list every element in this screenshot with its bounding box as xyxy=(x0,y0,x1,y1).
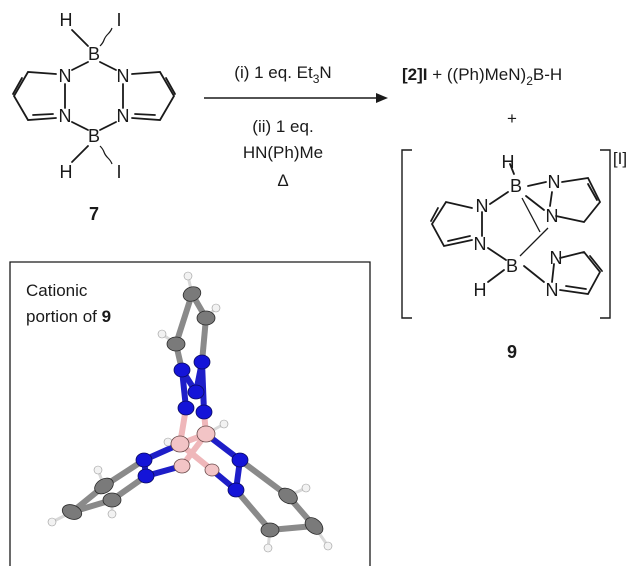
nitrogen-atom-9-6: N xyxy=(546,280,559,300)
nitrogen-atom-9-3: N xyxy=(548,172,561,192)
product-line: [2]I + ((Ph)MeN)2B-H xyxy=(402,65,562,88)
nitrogen-atom-4: N xyxy=(117,106,130,126)
structure-panel-frame xyxy=(9,261,371,566)
hydrogen-atom-top: H xyxy=(60,10,73,30)
boron-atom-bottom: B xyxy=(88,126,100,146)
b-n-right-top xyxy=(527,181,547,187)
hydrogen-atom-bottom: H xyxy=(60,162,73,182)
pz3-ring xyxy=(559,250,602,295)
left-pyrazole-double-bond-a xyxy=(12,77,23,95)
pz3-double-b xyxy=(565,285,587,290)
reaction-arrow-head xyxy=(376,93,388,103)
crystal-structure-panel: Cationic portion of 9 xyxy=(9,261,371,566)
b-n-bridge xyxy=(519,227,549,257)
left-pyrazole-ring xyxy=(12,71,57,121)
reactant-7-structure: B B N N N N H I H I 7 xyxy=(12,10,176,224)
left-bracket xyxy=(401,149,412,319)
nitrogen-atom-3: N xyxy=(59,106,72,126)
nitrogen-atom-9-1: N xyxy=(476,196,489,216)
b-n-right-mid xyxy=(525,195,545,211)
pz3-nn xyxy=(551,263,555,283)
pz2-ring xyxy=(555,177,602,223)
b-h-bond-top xyxy=(71,29,89,47)
b-i-wavy-bond-bottom xyxy=(99,145,113,165)
left-pyrazole-double-bond-b xyxy=(32,113,54,116)
b-h-top-bond xyxy=(509,163,515,175)
right-bracket xyxy=(600,149,611,319)
nitrogen-atom-9-2: N xyxy=(474,234,487,254)
pz3-double-a xyxy=(589,255,603,272)
nitrogen-atom-9-5: N xyxy=(550,248,563,268)
iodine-atom-bottom: I xyxy=(116,162,121,182)
right-pyrazole-ring xyxy=(131,71,176,121)
hydrogen-atom-9-top: H xyxy=(502,152,515,172)
boron-atom-9-bottom: B xyxy=(506,256,518,276)
panel-caption-line-1: Cationic xyxy=(26,281,88,300)
products: [2]I + ((Ph)MeN)2B-H + [I] B B H xyxy=(401,65,627,362)
bn-bond-4 xyxy=(99,121,117,131)
n-b-bottom xyxy=(487,247,507,261)
boron-atom-9-top: B xyxy=(510,176,522,196)
pz1-double-b xyxy=(447,235,471,242)
b-c-bridge xyxy=(521,197,541,233)
right-pyrazole-double-bond-a xyxy=(165,77,176,95)
condition-step-2-line-1: (ii) 1 eq. xyxy=(252,117,313,136)
b-h-bottom-bond xyxy=(487,269,505,283)
bn-bond-2 xyxy=(99,61,117,71)
compound-label-7: 7 xyxy=(89,204,99,224)
bn-bond-3 xyxy=(71,121,89,131)
nitrogen-atom-9-4: N xyxy=(546,206,559,226)
condition-step-1: (i) 1 eq. Et3N xyxy=(234,63,331,86)
b-h-bond-bottom xyxy=(71,145,89,163)
condition-step-2-line-2: HN(Ph)Me xyxy=(243,143,323,162)
pz1-double-a xyxy=(430,207,439,222)
pz1-ring xyxy=(430,200,473,248)
right-pyrazole-double-bond-b xyxy=(134,113,156,116)
n-b-top xyxy=(489,191,509,205)
hydrogen-atom-9-bottom: H xyxy=(474,280,487,300)
counterion-label: [I] xyxy=(613,149,627,168)
ortep-atoms xyxy=(47,271,333,553)
nitrogen-atom-1: N xyxy=(59,66,72,86)
b-n-lower xyxy=(523,265,545,283)
b-i-wavy-bond-top xyxy=(99,27,113,47)
compound-label-9: 9 xyxy=(507,342,517,362)
reaction-conditions: (i) 1 eq. Et3N (ii) 1 eq. HN(Ph)Me Δ xyxy=(204,63,388,190)
panel-caption-line-2: portion of 9 xyxy=(26,307,111,326)
condition-heat-symbol: Δ xyxy=(277,171,288,190)
plus-sign: + xyxy=(507,109,517,128)
boron-atom-top: B xyxy=(88,44,100,64)
bn-bond-1 xyxy=(71,61,89,71)
pz2-double xyxy=(587,183,598,201)
nitrogen-atom-2: N xyxy=(117,66,130,86)
pz2-nn xyxy=(549,191,553,207)
iodine-atom-top: I xyxy=(116,10,121,30)
